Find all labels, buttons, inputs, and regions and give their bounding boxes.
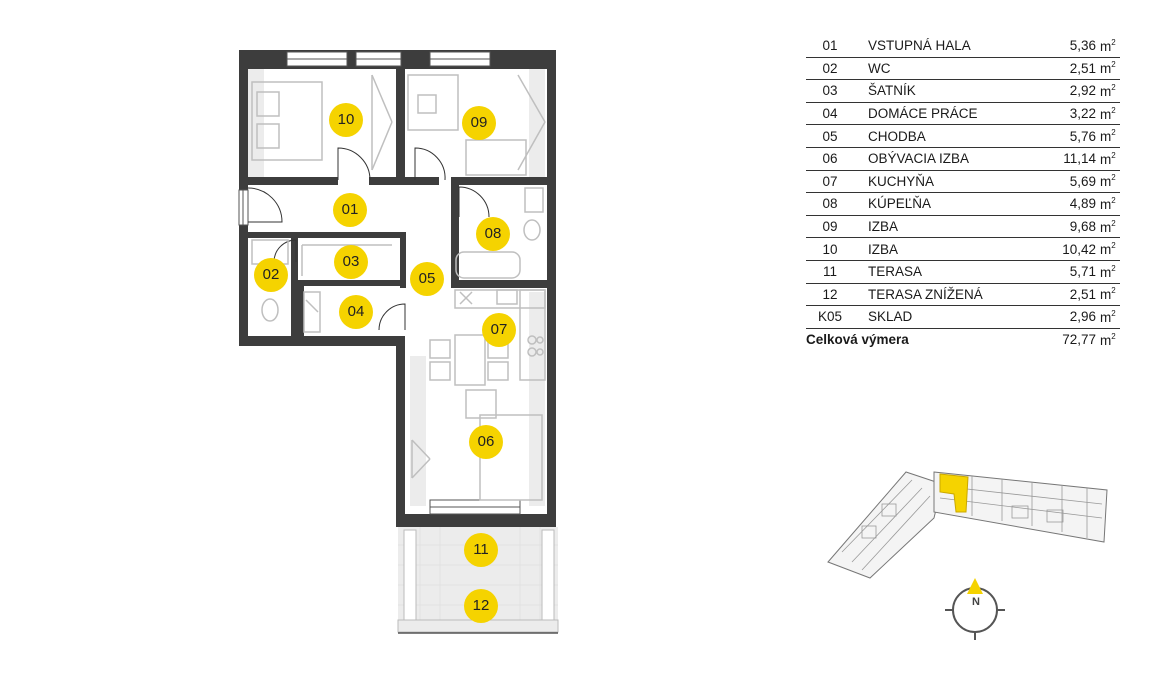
area-unit: m2 [1100, 79, 1120, 103]
room-number: 09 [806, 215, 854, 239]
room-name: IZBA [854, 237, 1045, 261]
room-area: 3,22 [1044, 102, 1100, 126]
room-tag-11[interactable]: 11 [464, 533, 498, 567]
room-number: 04 [806, 102, 854, 126]
room-name: WC [854, 57, 1045, 81]
room-tag-05[interactable]: 05 [410, 262, 444, 296]
room-number: 12 [806, 283, 854, 307]
floor-plan [238, 50, 559, 634]
room-area: 9,68 [1044, 215, 1100, 239]
room-tag-12[interactable]: 12 [464, 589, 498, 623]
room-number: 05 [806, 124, 854, 148]
total-label: Celková výmera [806, 332, 909, 348]
room-name: KÚPEĽŇA [854, 192, 1045, 216]
room-area: 2,96 [1044, 305, 1100, 329]
room-number: 03 [806, 79, 854, 103]
room-area: 5,69 [1044, 170, 1100, 194]
area-unit: m2 [1100, 215, 1120, 239]
room-tag-02[interactable]: 02 [254, 258, 288, 292]
room-tag-03[interactable]: 03 [334, 245, 368, 279]
room-area: 2,92 [1044, 79, 1100, 103]
room-number: 06 [806, 147, 854, 171]
room-tag-06[interactable]: 06 [469, 425, 503, 459]
room-name: CHODBA [854, 124, 1045, 148]
room-tag-08[interactable]: 08 [476, 217, 510, 251]
area-unit: m2 [1100, 170, 1120, 194]
room-number: 10 [806, 237, 854, 261]
room-number: 07 [806, 170, 854, 194]
room-area: 5,76 [1044, 124, 1100, 148]
area-unit: m2 [1100, 192, 1120, 216]
room-area: 5,36 [1044, 35, 1100, 58]
room-name: KUCHYŇA [854, 170, 1045, 194]
area-unit: m2 [1100, 237, 1120, 261]
room-name: SKLAD [854, 305, 1045, 329]
room-area: 10,42 [1044, 237, 1100, 261]
room-tag-09[interactable]: 09 [462, 106, 496, 140]
room-area: 4,89 [1044, 192, 1100, 216]
room-area: 2,51 [1044, 283, 1100, 307]
room-name: VSTUPNÁ HALA [854, 35, 1045, 58]
room-name: DOMÁCE PRÁCE [854, 102, 1045, 126]
room-number: 08 [806, 192, 854, 216]
area-unit: m2 [1100, 57, 1120, 81]
room-name: IZBA [854, 215, 1045, 239]
site-plan-map [827, 471, 1108, 579]
total-area: 72,77 [1062, 332, 1096, 348]
room-number: K05 [806, 305, 854, 329]
room-name: ŠATNÍK [854, 79, 1045, 103]
area-unit: m2 [1100, 35, 1120, 58]
compass-label: N [972, 596, 980, 608]
room-number: 01 [806, 35, 854, 58]
room-tag-10[interactable]: 10 [329, 103, 363, 137]
room-name: TERASA [854, 260, 1045, 284]
room-name: TERASA ZNÍŽENÁ [854, 283, 1045, 307]
compass-north-icon [945, 578, 1005, 640]
area-unit: m2 [1100, 260, 1120, 284]
area-unit: m2 [1100, 331, 1116, 348]
room-tag-04[interactable]: 04 [339, 295, 373, 329]
room-area: 5,71 [1044, 260, 1100, 284]
room-area: 11,14 [1044, 147, 1100, 171]
room-number: 11 [806, 260, 854, 284]
area-unit: m2 [1100, 102, 1120, 126]
area-unit: m2 [1100, 124, 1120, 148]
room-tag-07[interactable]: 07 [482, 313, 516, 347]
room-name: OBÝVACIA IZBA [854, 147, 1045, 171]
area-unit: m2 [1100, 147, 1120, 171]
room-number: 02 [806, 57, 854, 81]
apartment-location-highlight [939, 473, 969, 513]
room-tag-01[interactable]: 01 [333, 193, 367, 227]
area-unit: m2 [1100, 283, 1120, 307]
room-area: 2,51 [1044, 57, 1100, 81]
area-unit: m2 [1100, 305, 1120, 329]
